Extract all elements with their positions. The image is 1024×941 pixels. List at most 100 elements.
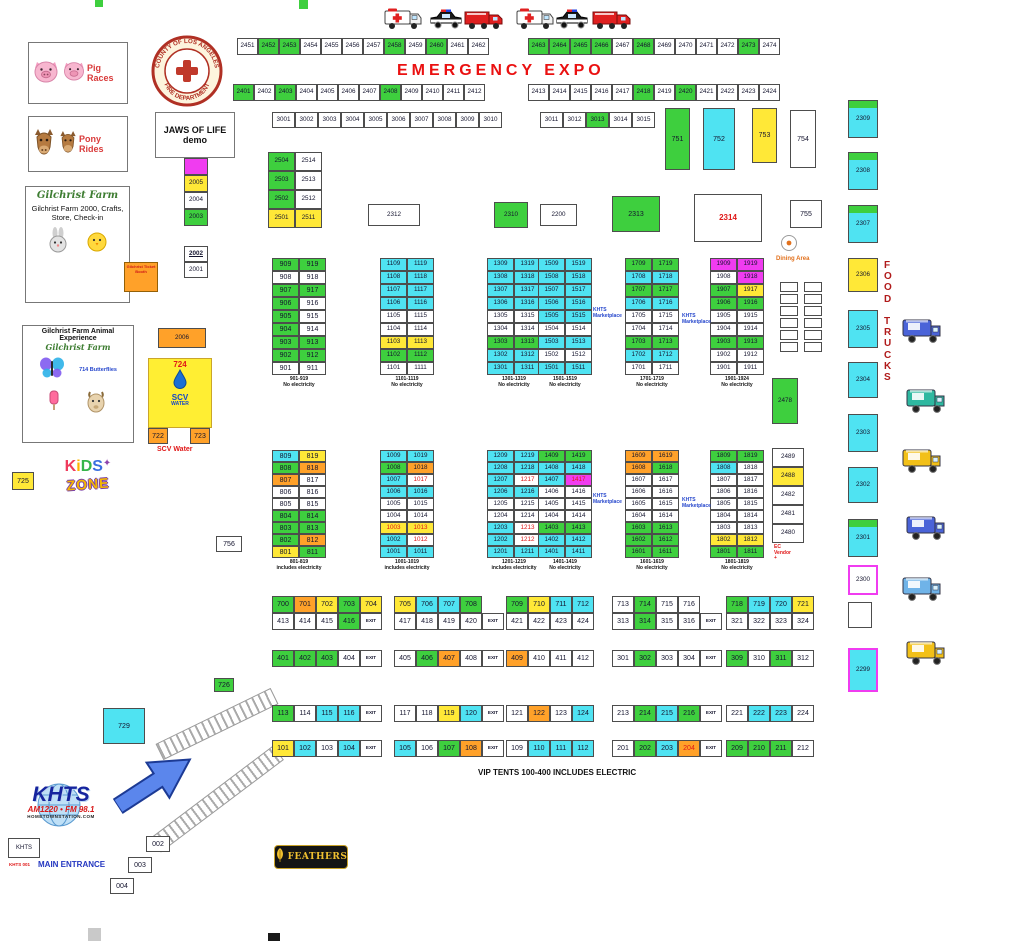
booth-917[interactable]: 917 — [299, 284, 326, 297]
booth-913[interactable]: 913 — [299, 336, 326, 349]
booth-915[interactable]: 915 — [299, 310, 326, 323]
booth-1713[interactable]: 1713 — [652, 336, 679, 349]
booth-410[interactable]: 410 — [528, 650, 550, 667]
booth-751[interactable]: 751 — [665, 108, 690, 170]
booth-755[interactable]: 755 — [790, 200, 822, 228]
booth-909[interactable]: 909 — [272, 258, 299, 271]
booth-1104[interactable]: 1104 — [380, 323, 407, 336]
booth-414[interactable]: 414 — [294, 613, 316, 630]
booth-1901[interactable]: 1901 — [710, 362, 737, 375]
booth-1913[interactable]: 1913 — [737, 336, 764, 349]
booth-2406[interactable]: 2406 — [338, 84, 359, 101]
booth-1801[interactable]: 1801 — [710, 546, 737, 558]
map-cell[interactable] — [804, 306, 822, 316]
booth-2413[interactable]: 2413 — [528, 84, 549, 101]
booth-3009[interactable]: 3009 — [456, 112, 479, 128]
booth-729[interactable]: 729 — [103, 708, 145, 744]
booth-1715[interactable]: 1715 — [652, 310, 679, 323]
booth-1505[interactable]: 1505 — [538, 310, 565, 323]
booth-1605[interactable]: 1605 — [625, 498, 652, 510]
booth-2468[interactable]: 2468 — [633, 38, 654, 55]
booth-2478[interactable]: 2478 — [772, 378, 798, 424]
booth-1411[interactable]: 1411 — [565, 546, 592, 558]
booth-1205[interactable]: 1205 — [487, 498, 514, 510]
booth-114[interactable]: 114 — [294, 705, 316, 722]
booth-1317[interactable]: 1317 — [514, 284, 541, 297]
booth-202[interactable]: 202 — [634, 740, 656, 757]
map-cell[interactable] — [780, 330, 798, 340]
map-cell[interactable] — [804, 330, 822, 340]
booth-756[interactable]: 756 — [216, 536, 242, 552]
booth-711[interactable]: 711 — [550, 596, 572, 613]
map-cell[interactable] — [848, 602, 872, 628]
booth-1818[interactable]: 1818 — [737, 462, 764, 474]
booth-1506[interactable]: 1506 — [538, 297, 565, 310]
booth-2404[interactable]: 2404 — [296, 84, 317, 101]
booth-2502[interactable]: 2502 — [268, 190, 295, 209]
booth-3005[interactable]: 3005 — [364, 112, 387, 128]
booth-1213[interactable]: 1213 — [514, 522, 541, 534]
booth-1502[interactable]: 1502 — [538, 349, 565, 362]
booth-805[interactable]: 805 — [272, 498, 299, 510]
booth-224[interactable]: 224 — [792, 705, 814, 722]
booth-3010[interactable]: 3010 — [479, 112, 502, 128]
exit-cell[interactable]: EXIT — [700, 705, 722, 722]
booth-213[interactable]: 213 — [612, 705, 634, 722]
booth-1902[interactable]: 1902 — [710, 349, 737, 362]
booth-1201[interactable]: 1201 — [487, 546, 514, 558]
booth-113[interactable]: 113 — [272, 705, 294, 722]
booth-1616[interactable]: 1616 — [652, 486, 679, 498]
booth-721[interactable]: 721 — [792, 596, 814, 613]
booth-704[interactable]: 704 — [360, 596, 382, 613]
booth-707[interactable]: 707 — [438, 596, 460, 613]
booth-723[interactable]: 723 — [190, 428, 210, 444]
booth-2470[interactable]: 2470 — [675, 38, 696, 55]
booth-2419[interactable]: 2419 — [654, 84, 675, 101]
booth-2313[interactable]: 2313 — [612, 196, 660, 232]
booth-801[interactable]: 801 — [272, 546, 299, 558]
booth-1705[interactable]: 1705 — [625, 310, 652, 323]
booth-905[interactable]: 905 — [272, 310, 299, 323]
booth-1517[interactable]: 1517 — [565, 284, 592, 297]
booth-709[interactable]: 709 — [506, 596, 528, 613]
booth-2461[interactable]: 2461 — [447, 38, 468, 55]
booth-2302[interactable]: 2302 — [848, 467, 878, 503]
booth-700[interactable]: 700 — [272, 596, 294, 613]
booth-2472[interactable]: 2472 — [717, 38, 738, 55]
booth-1706[interactable]: 1706 — [625, 297, 652, 310]
booth-1702[interactable]: 1702 — [625, 349, 652, 362]
booth-1819[interactable]: 1819 — [737, 450, 764, 462]
booth-919[interactable]: 919 — [299, 258, 326, 271]
booth-752[interactable]: 752 — [703, 108, 735, 170]
booth-2309[interactable]: 2309 — [848, 100, 878, 138]
exit-cell[interactable]: EXIT — [360, 650, 382, 667]
booth-1707[interactable]: 1707 — [625, 284, 652, 297]
booth-302[interactable]: 302 — [634, 650, 656, 667]
scv-water-booth[interactable]: 724 SCV WATER — [148, 358, 212, 428]
booth-2511[interactable]: 2511 — [295, 209, 322, 228]
booth-204[interactable]: 204 — [678, 740, 700, 757]
booth-315[interactable]: 315 — [656, 613, 678, 630]
booth-1216[interactable]: 1216 — [514, 486, 541, 498]
booth-1212[interactable]: 1212 — [514, 534, 541, 546]
booth-1909[interactable]: 1909 — [710, 258, 737, 271]
booth-2501[interactable]: 2501 — [268, 209, 295, 228]
booth-1518[interactable]: 1518 — [565, 271, 592, 284]
map-cell[interactable] — [780, 294, 798, 304]
booth-1207[interactable]: 1207 — [487, 474, 514, 486]
booth-1613[interactable]: 1613 — [652, 522, 679, 534]
booth-2408[interactable]: 2408 — [380, 84, 401, 101]
booth-2300[interactable]: 2300 — [848, 565, 878, 595]
booth-2458[interactable]: 2458 — [384, 38, 405, 55]
booth-2303[interactable]: 2303 — [848, 414, 878, 452]
booth-304[interactable]: 304 — [678, 650, 700, 667]
booth-814[interactable]: 814 — [299, 510, 326, 522]
booth-2503[interactable]: 2503 — [268, 171, 295, 190]
booth-1219[interactable]: 1219 — [514, 450, 541, 462]
booth-102[interactable]: 102 — [294, 740, 316, 757]
booth-706[interactable]: 706 — [416, 596, 438, 613]
map-cell[interactable] — [804, 342, 822, 352]
exit-cell[interactable]: EXIT — [482, 740, 504, 757]
booth-1113[interactable]: 1113 — [407, 336, 434, 349]
booth-906[interactable]: 906 — [272, 297, 299, 310]
